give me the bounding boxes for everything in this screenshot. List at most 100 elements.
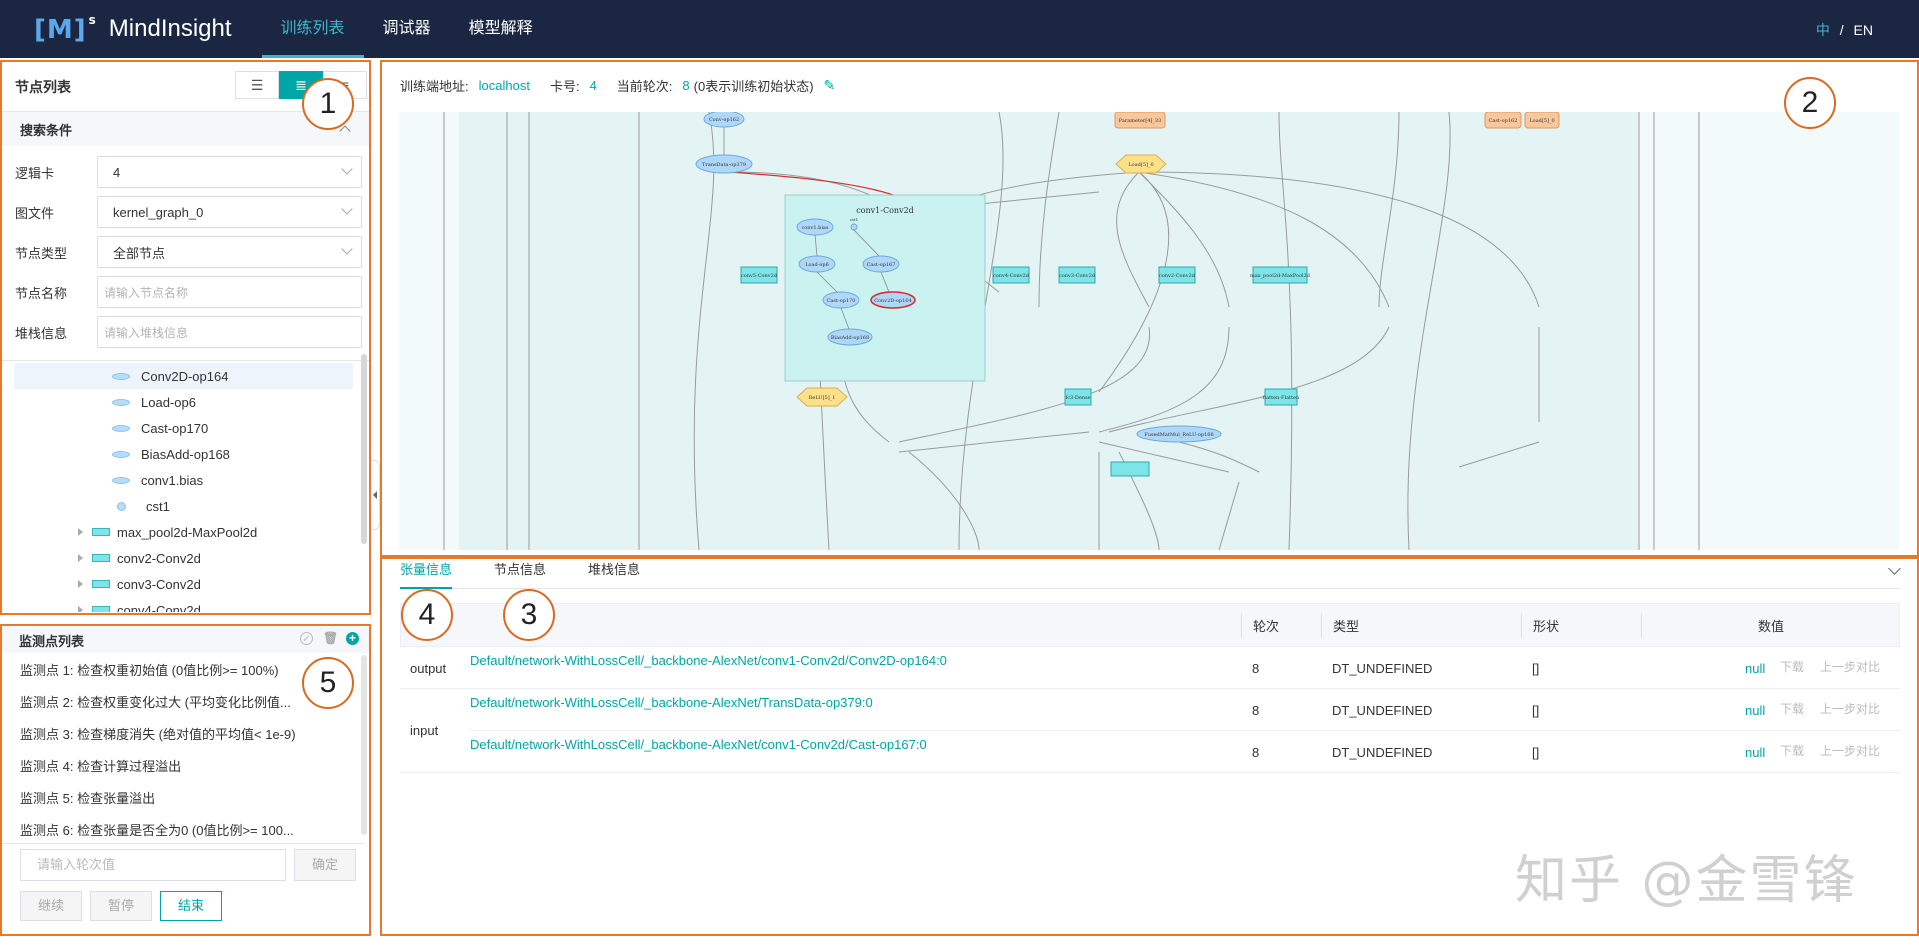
download-link[interactable]: 下载 — [1780, 659, 1805, 674]
graph-node-load-top[interactable] — [1115, 154, 1167, 174]
graph-node-fc3[interactable] — [1064, 388, 1092, 406]
edit-pencil-icon[interactable]: ✎ — [823, 77, 836, 93]
continue-button[interactable]: 继续 — [20, 891, 82, 921]
app-logo[interactable]: [M]s MindInsight — [34, 13, 232, 45]
download-link[interactable]: 下载 — [1780, 701, 1805, 716]
tree-scrollbar[interactable] — [361, 354, 367, 544]
frame-graph-panel — [380, 60, 1919, 557]
expand-arrow-icon[interactable] — [78, 580, 83, 588]
value-link[interactable]: null — [1745, 744, 1766, 760]
trash-icon[interactable]: 🗑 — [323, 631, 339, 645]
tree-node[interactable]: Load-op6 — [2, 389, 369, 415]
graph-node-label: fc3-Dense — [1065, 395, 1090, 401]
graph-node-label: BiasAdd-op168 — [831, 335, 869, 341]
callout-2: 2 — [1784, 77, 1836, 129]
graph-node-conv-top[interactable] — [703, 112, 745, 128]
nav-debugger[interactable]: 调试器 — [382, 20, 431, 37]
expand-arrow-icon[interactable] — [78, 606, 83, 612]
nav-model-explain[interactable]: 模型解释 — [468, 20, 533, 37]
sidebar-collapse-handle[interactable] — [372, 460, 380, 530]
form-row-logic-card: 逻辑卡 4 — [2, 152, 369, 192]
value-link[interactable]: null — [1745, 660, 1766, 676]
tree-node[interactable]: conv4-Conv2d — [2, 597, 369, 612]
tree-node[interactable]: Conv2D-op164 — [14, 363, 353, 389]
graph-node-flatten[interactable] — [1264, 388, 1298, 406]
tab-stack-info[interactable]: 堆栈信息 — [588, 562, 641, 577]
graph-node-label: conv2-Conv2d — [1159, 273, 1196, 279]
node-type-label: 节点类型 — [15, 245, 68, 261]
node-name-input[interactable]: 请输入节点名称 — [97, 276, 362, 308]
graph-node-conv5[interactable] — [740, 266, 778, 284]
expand-arrow-icon[interactable] — [78, 528, 83, 536]
graph-node-cst1[interactable] — [850, 223, 858, 231]
lang-separator: / — [1839, 22, 1844, 38]
graph-node-label: flatten-Flatten — [1263, 395, 1300, 401]
tree-node[interactable]: max_pool2d-MaxPool2d — [2, 519, 369, 545]
tensor-name-link[interactable]: Default/network-WithLossCell/_backbone-A… — [470, 736, 927, 752]
graph-node-fused[interactable] — [1136, 425, 1222, 443]
tab-tensor-info[interactable]: 张量信息 — [400, 557, 453, 589]
graph-node-conv2d164[interactable] — [870, 291, 916, 309]
graph-node-conv2[interactable] — [1158, 266, 1196, 284]
stop-button[interactable]: 结束 — [160, 891, 222, 921]
logic-card-select[interactable]: 4 — [97, 156, 362, 188]
tensor-name-link[interactable]: Default/network-WithLossCell/_backbone-A… — [470, 694, 873, 710]
graph-node-load[interactable] — [1524, 112, 1560, 129]
graph-node-biasadd[interactable] — [827, 328, 873, 346]
graph-node-conv3[interactable] — [1058, 266, 1096, 284]
tree-node[interactable]: cst1 — [2, 493, 369, 519]
graph-node-cast[interactable] — [1484, 112, 1522, 129]
graph-canvas[interactable]: Conv-op162 TransData-op379 Parameter[4]_… — [399, 112, 1899, 550]
graph-node-conv4[interactable] — [992, 266, 1030, 284]
step-input[interactable]: 请输入轮次值 — [20, 849, 286, 881]
expand-arrow-icon[interactable] — [78, 554, 83, 562]
tree-node[interactable]: conv2-Conv2d — [2, 545, 369, 571]
tree-node[interactable]: conv1.bias — [2, 467, 369, 493]
graph-node-label: conv1.bias — [802, 225, 829, 231]
check-icon[interactable]: ✓ — [300, 632, 313, 645]
collapse-up-icon[interactable] — [339, 125, 351, 137]
tree-node[interactable]: conv3-Conv2d — [2, 571, 369, 597]
watchpoint-item[interactable]: 监测点 4: 检查计算过程溢出 — [20, 759, 182, 774]
watchpoint-item[interactable]: 监测点 2: 检查权重变化过大 (平均变化比例值... — [20, 695, 291, 710]
tree-node[interactable]: BiasAdd-op168 — [2, 441, 369, 467]
lang-zh[interactable]: 中 — [1815, 22, 1830, 38]
graph-node-parameter[interactable] — [1114, 112, 1166, 129]
add-icon[interactable]: + — [346, 632, 359, 645]
watchpoint-item[interactable]: 监测点 1: 检查权重初始值 (0值比例>= 100%) — [20, 663, 279, 678]
compare-link[interactable]: 上一步对比 — [1820, 659, 1881, 674]
graph-node-partial[interactable] — [1110, 461, 1150, 477]
download-link[interactable]: 下载 — [1780, 743, 1805, 758]
graph-node-transdata[interactable] — [695, 154, 753, 174]
graph-panel: 训练端地址: localhost 卡号: 4 当前轮次: 8 (0表示训练初始状… — [380, 62, 1919, 559]
compare-link[interactable]: 上一步对比 — [1820, 743, 1881, 758]
watchpoint-title: 监测点列表 — [19, 633, 85, 649]
watchpoint-item[interactable]: 监测点 5: 检查张量溢出 — [20, 791, 156, 806]
pause-button[interactable]: 暂停 — [90, 891, 152, 921]
node-type-select[interactable]: 全部节点 — [97, 236, 362, 268]
graph-node-label: Conv2D-op164 — [874, 298, 912, 304]
value-link[interactable]: null — [1745, 702, 1766, 718]
tab-node-info[interactable]: 节点信息 — [494, 562, 547, 577]
compare-link[interactable]: 上一步对比 — [1820, 701, 1881, 716]
tree-node[interactable]: Cast-op170 — [2, 415, 369, 441]
nav-training-list[interactable]: 训练列表 — [261, 0, 364, 58]
graph-node-relu[interactable] — [796, 387, 848, 407]
watchpoint-item[interactable]: 监测点 3: 检查梯度消失 (绝对值的平均值< 1e-9) — [20, 727, 296, 742]
dtype-cell: DT_UNDEFINED — [1332, 660, 1433, 676]
graph-svg[interactable]: Conv-op162 TransData-op379 Parameter[4]_… — [399, 112, 1899, 550]
lang-en[interactable]: EN — [1853, 22, 1873, 38]
dtype-cell: DT_UNDEFINED — [1332, 744, 1433, 760]
graph-node-label: Conv-op162 — [709, 117, 739, 123]
search-conditions-title: 搜索条件 — [20, 122, 73, 138]
graph-node-maxpool[interactable] — [1252, 266, 1308, 284]
graph-file-select[interactable]: kernel_graph_0 — [97, 196, 362, 228]
tensor-name-link[interactable]: Default/network-WithLossCell/_backbone-A… — [470, 652, 947, 668]
tree-node-label: BiasAdd-op168 — [141, 446, 230, 462]
stack-info-input[interactable]: 请输入堆栈信息 — [97, 316, 362, 348]
main-nav: 训练列表 调试器 模型解释 — [261, 0, 552, 58]
frame-node-panel — [0, 60, 371, 615]
confirm-button[interactable]: 确定 — [294, 849, 356, 881]
watchpoint-scrollbar[interactable] — [361, 655, 367, 835]
tree-view-button[interactable]: ☰ — [235, 71, 279, 99]
